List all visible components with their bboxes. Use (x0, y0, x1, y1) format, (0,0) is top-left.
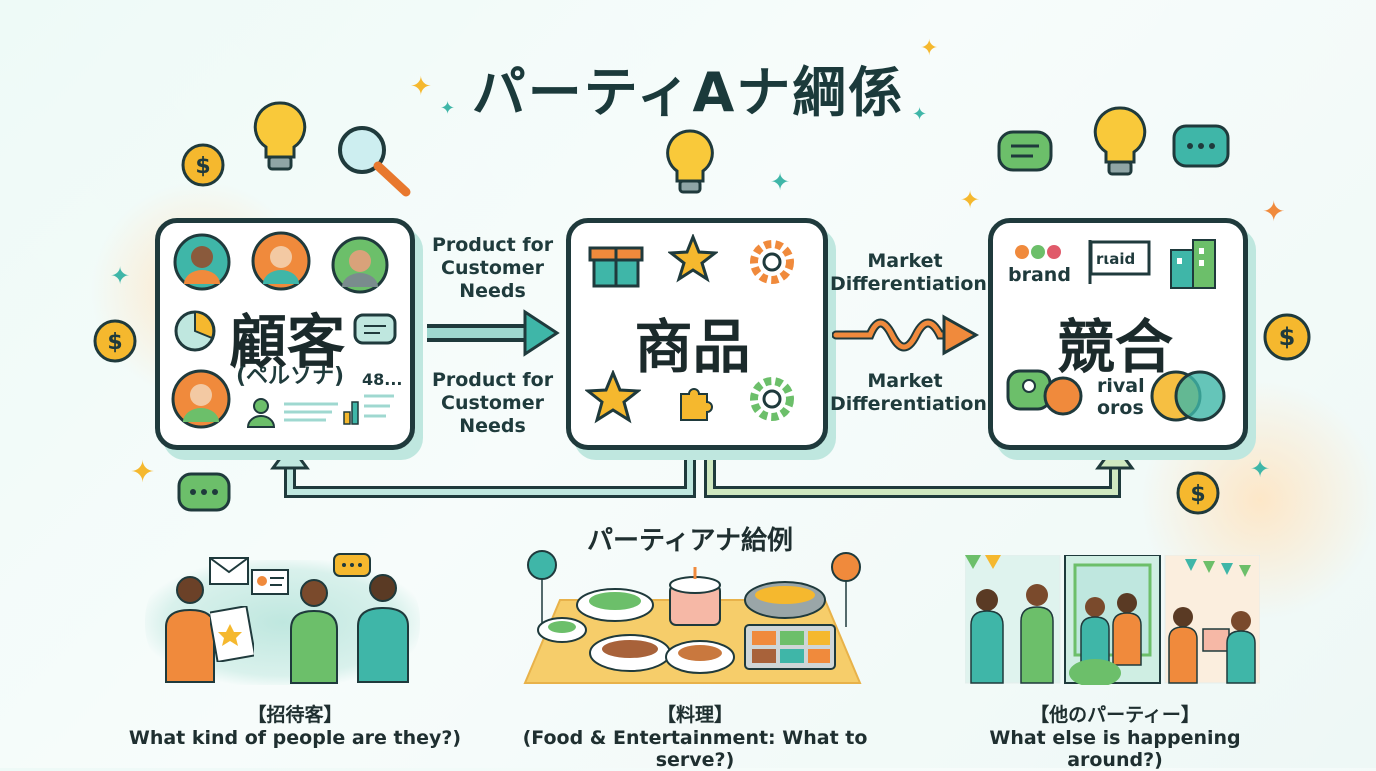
sparkle-icon: ✦ (1262, 195, 1286, 228)
avatar (173, 233, 231, 291)
avatar (251, 231, 311, 291)
competitor-title: 競合 (1056, 313, 1173, 381)
product-competitor-label-top: Market Differentiation (830, 250, 987, 295)
star-icon (585, 370, 641, 424)
chat-bubble-icon (333, 553, 371, 577)
text-lines-icon (284, 402, 338, 422)
sparkle-icon: ✦ (130, 455, 156, 490)
puzzle-icon (680, 388, 713, 421)
product-title: 商品 (634, 313, 751, 381)
chat-bubble-icon (1172, 124, 1230, 168)
guests-caption: What kind of people are they?) (128, 727, 462, 749)
building-icon (1170, 239, 1216, 289)
avatar (171, 369, 231, 429)
sparkle-icon: ✦ (770, 168, 791, 196)
sparkle-icon: ✦ (440, 98, 456, 119)
wavy-arrow-right (832, 314, 980, 356)
lightbulb-icon (1093, 106, 1147, 176)
coin-icon: $ (1263, 313, 1311, 361)
sparkle-icon: ✦ (960, 186, 981, 214)
pie-chart-icon (174, 310, 216, 352)
svg-text:$: $ (107, 330, 122, 355)
customer-count: 48... (362, 370, 403, 389)
lightbulb-icon (253, 101, 307, 171)
star-icon (668, 234, 718, 283)
food-title: 【料理】 (656, 704, 733, 726)
coin-icon: $ (181, 143, 225, 187)
competitor-rival-2: oros (1097, 397, 1144, 419)
sparkle-icon: ✦ (920, 36, 939, 61)
bar-chart-icon (343, 394, 394, 425)
sparkle-icon: ✦ (912, 104, 928, 125)
feedback-arrows (270, 442, 1135, 498)
sparkle-icon: ✦ (1250, 455, 1271, 483)
id-card-icon (251, 569, 289, 595)
coin-icon: $ (1176, 471, 1220, 515)
svg-text:$: $ (1279, 323, 1296, 351)
user-chat-icon (1006, 369, 1083, 416)
page-title: パーティAナ綱係 (471, 61, 905, 124)
chat-bubble-icon (997, 130, 1053, 172)
examples-title: パーティアナ給例 (587, 526, 793, 556)
svg-text:$: $ (195, 154, 210, 179)
other-parties-caption: What else is happening around?) (989, 727, 1241, 771)
customer-subtitle: (ペルソナ) (235, 364, 345, 389)
avatar (331, 236, 389, 294)
venn-icon (1150, 370, 1226, 422)
coin-icon: $ (93, 319, 137, 363)
invitation-card-icon (210, 606, 254, 662)
gift-icon (588, 246, 644, 288)
customer-product-label-top: Product for Customer Needs (431, 234, 554, 302)
chat-bubble-icon (177, 472, 231, 512)
gear-icon (750, 240, 794, 284)
food-caption: (Food & Entertainment: What to serve?) (522, 727, 868, 771)
lightbulb-icon (666, 129, 714, 194)
brand-dots-icon (1015, 245, 1061, 259)
person-figure (357, 574, 409, 683)
person-figure (290, 579, 338, 684)
guests-title: 【招待客】 (247, 704, 343, 726)
flag-icon (1088, 240, 1151, 284)
customer-title: 顧客 (228, 308, 345, 376)
other-parties-title: 【他のパーティー】 (1030, 704, 1200, 726)
product-competitor-label-bottom: Market Differentiation (830, 370, 987, 415)
competitor-flag-text: rιaid (1096, 250, 1136, 268)
competitor-rival-1: rival (1097, 375, 1145, 397)
svg-text:$: $ (1190, 482, 1205, 507)
gear-icon (750, 377, 794, 421)
envelope-icon (209, 557, 249, 585)
magnifier-icon (338, 126, 411, 197)
competitor-brand: brand (1008, 264, 1071, 286)
double-arrow-right (427, 309, 560, 357)
other-parties-illustration (965, 555, 1260, 685)
customer-product-label-bottom: Product for Customer Needs (431, 369, 554, 437)
sparkle-icon: ✦ (110, 262, 131, 290)
food-table-illustration (523, 550, 862, 684)
user-icon (246, 398, 276, 428)
chat-bubble-icon (353, 313, 397, 345)
sparkle-icon: ✦ (410, 72, 432, 102)
